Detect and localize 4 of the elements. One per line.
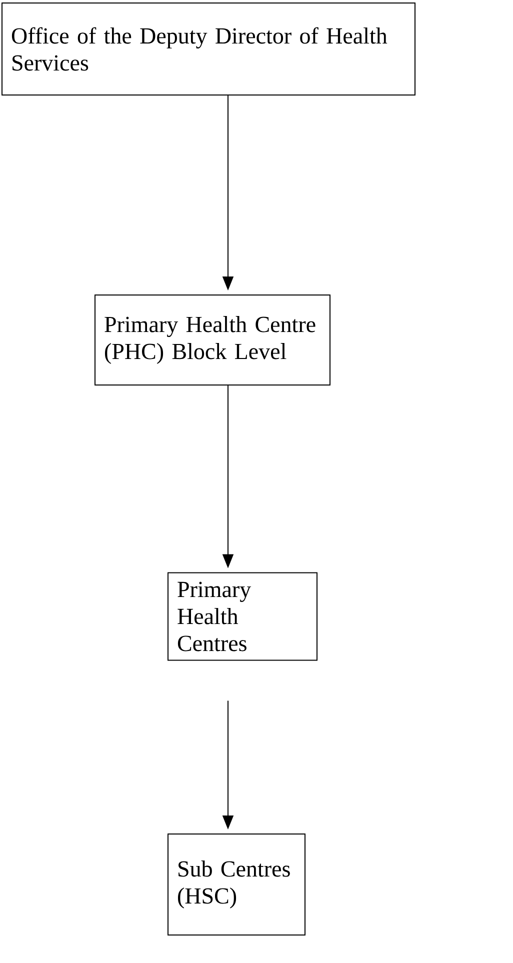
org-box: Primary Health Centres	[168, 572, 318, 661]
org-box: Sub Centres (HSC)	[168, 833, 306, 936]
org-box: Office of the Deputy Director of Health Services	[2, 2, 416, 96]
org-box: Primary Health Centre (PHC) Block Level	[94, 294, 330, 386]
